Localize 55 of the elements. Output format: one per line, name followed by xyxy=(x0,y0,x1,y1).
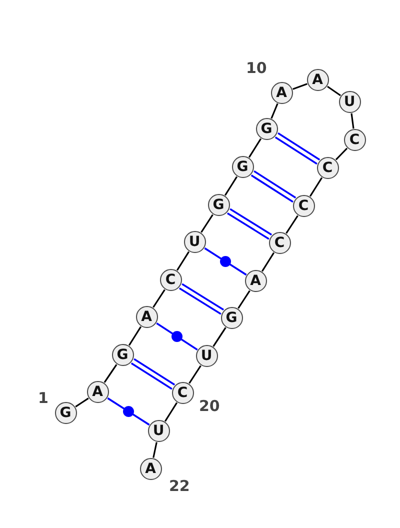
backbone-line xyxy=(292,83,308,90)
backbone-line xyxy=(188,365,202,384)
backbone-line xyxy=(104,364,118,383)
nucleotide-circle: G xyxy=(256,118,278,140)
nucleotide-circle: A xyxy=(244,270,266,292)
base-pair-line xyxy=(107,397,150,426)
backbone-line xyxy=(200,214,214,233)
nucleotide-circle: C xyxy=(268,232,290,254)
base-pair-line xyxy=(178,283,224,315)
position-number: 22 xyxy=(169,479,190,494)
nucleotide-circle: G xyxy=(112,344,134,366)
nucleotide-circle: G xyxy=(208,194,230,216)
base-pair-line xyxy=(250,170,297,203)
nucleotide-circle: U xyxy=(184,230,206,252)
backbone-line xyxy=(309,177,323,197)
nucleotide-circle: A xyxy=(136,306,158,328)
backbone-line xyxy=(212,327,226,347)
backbone-line xyxy=(224,176,238,196)
backbone-line xyxy=(270,103,278,119)
backbone-line xyxy=(286,215,298,234)
nucleotide-circle: G xyxy=(220,306,242,328)
nucleotide-circle: U xyxy=(338,90,360,112)
nucleotide-circle: A xyxy=(140,458,162,480)
position-number: 10 xyxy=(246,61,267,76)
backbone-line xyxy=(248,138,262,158)
nucleotide-circle: G xyxy=(54,402,76,424)
nucleotide-circle: G xyxy=(232,156,254,178)
base-pair-line xyxy=(274,132,321,165)
base-pair-line xyxy=(130,358,176,390)
backbone-line xyxy=(176,251,190,271)
nucleotide-circle: C xyxy=(160,268,182,290)
backbone-line xyxy=(75,398,89,408)
backbone-line xyxy=(152,289,166,308)
base-pair-line xyxy=(226,208,272,240)
nucleotide-circle: A xyxy=(270,82,292,104)
base-pair-line xyxy=(204,247,247,276)
nucleotide-circle: C xyxy=(172,382,194,404)
backbone-line xyxy=(152,442,158,458)
nucleotide-circle: A xyxy=(86,380,108,402)
backbone-line xyxy=(350,113,354,129)
position-number: 20 xyxy=(199,399,220,414)
backbone-line xyxy=(238,290,250,309)
position-number: 1 xyxy=(38,391,48,406)
nucleotide-circle: C xyxy=(316,156,338,178)
backbone-line xyxy=(335,148,348,160)
nucleotide-circle: A xyxy=(306,68,328,90)
nucleotide-circle: C xyxy=(292,194,314,216)
nucleotide-circle: U xyxy=(196,344,218,366)
backbone-line xyxy=(164,402,178,422)
base-pair-line xyxy=(156,322,198,350)
nucleotide-circle: U xyxy=(148,420,170,442)
backbone-line xyxy=(327,86,341,96)
backbone-line xyxy=(261,252,275,272)
backbone-line xyxy=(128,326,142,346)
nucleotide-circle: C xyxy=(344,128,366,150)
